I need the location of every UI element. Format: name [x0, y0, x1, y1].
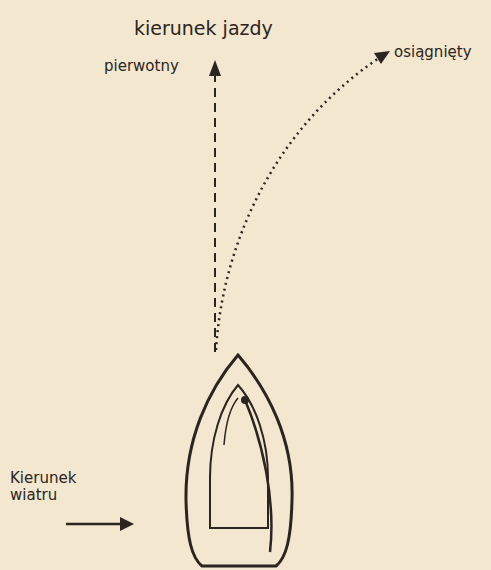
annotation-label: pierwotny	[104, 58, 179, 75]
annotation-label: kierunek jazdy	[134, 18, 273, 40]
boat-cabin	[224, 398, 238, 445]
boat-deck	[210, 385, 268, 528]
annotation-label: osiągnięty	[394, 44, 472, 61]
arrowhead	[209, 60, 221, 76]
sail-boom	[245, 400, 271, 552]
wind-arrow	[66, 523, 124, 526]
annotation-label: Kierunek wiatru	[10, 470, 100, 505]
arrowhead	[120, 517, 134, 531]
achieved-course-line	[216, 56, 382, 350]
boat-hull	[186, 355, 292, 566]
arrowhead	[374, 51, 390, 64]
original-course-line	[214, 72, 216, 352]
